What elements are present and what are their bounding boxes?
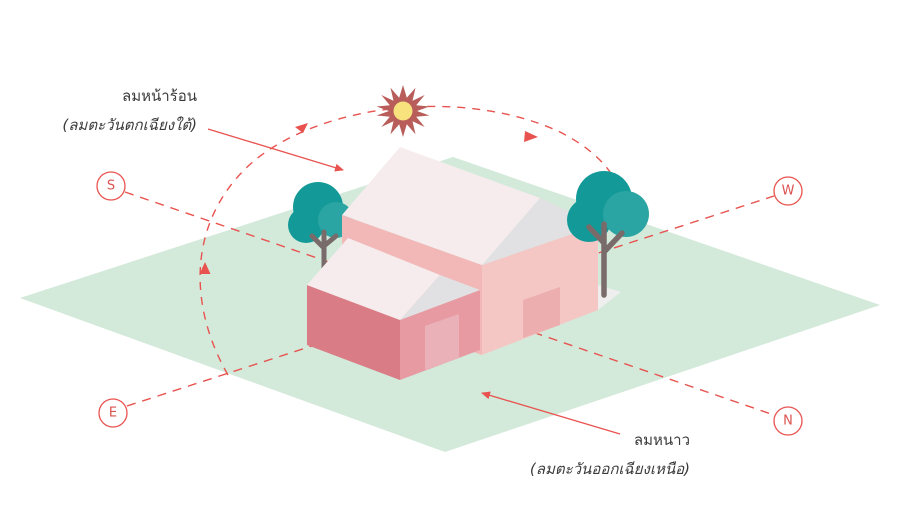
hot-wind-arrow [207, 128, 344, 172]
main-wing-roof [342, 147, 540, 265]
cold-wind-subtitle: (ลมตะวันออกเฉียงเหนือ) [530, 460, 690, 478]
sun-icon [376, 85, 430, 137]
direction-label-west: W [782, 184, 795, 199]
main-wing-side-wall [482, 225, 598, 355]
house-icon [307, 147, 621, 380]
front-wing-roof [307, 238, 440, 320]
direction-label-south: S [107, 179, 115, 194]
hot-wind-subtitle: (ลมตะวันตกเฉียงใต้) [62, 116, 197, 134]
tree-icon [288, 182, 354, 271]
main-wing-window [523, 287, 560, 338]
arrow-icon [199, 262, 211, 274]
cold-wind-title: ลมหนาว [634, 431, 690, 449]
compass-marker-east: E [98, 398, 128, 428]
front-wing-door [425, 314, 459, 370]
arrow-icon [524, 131, 538, 142]
compass-marker-south: S [96, 171, 126, 201]
compass-marker-west: W [773, 176, 803, 206]
front-wing-front-wall [307, 285, 400, 380]
tree-icon [567, 171, 649, 298]
direction-label-east: E [109, 406, 117, 421]
compass-marker-north: N [773, 406, 803, 436]
direction-label-north: N [783, 414, 793, 429]
arrow-icon [295, 123, 308, 133]
sun-path-arc [199, 105, 621, 376]
front-wing-gable [400, 275, 480, 320]
cold-wind-arrow [481, 391, 621, 435]
hot-wind-title: ลมหน้าร้อน [122, 87, 197, 105]
